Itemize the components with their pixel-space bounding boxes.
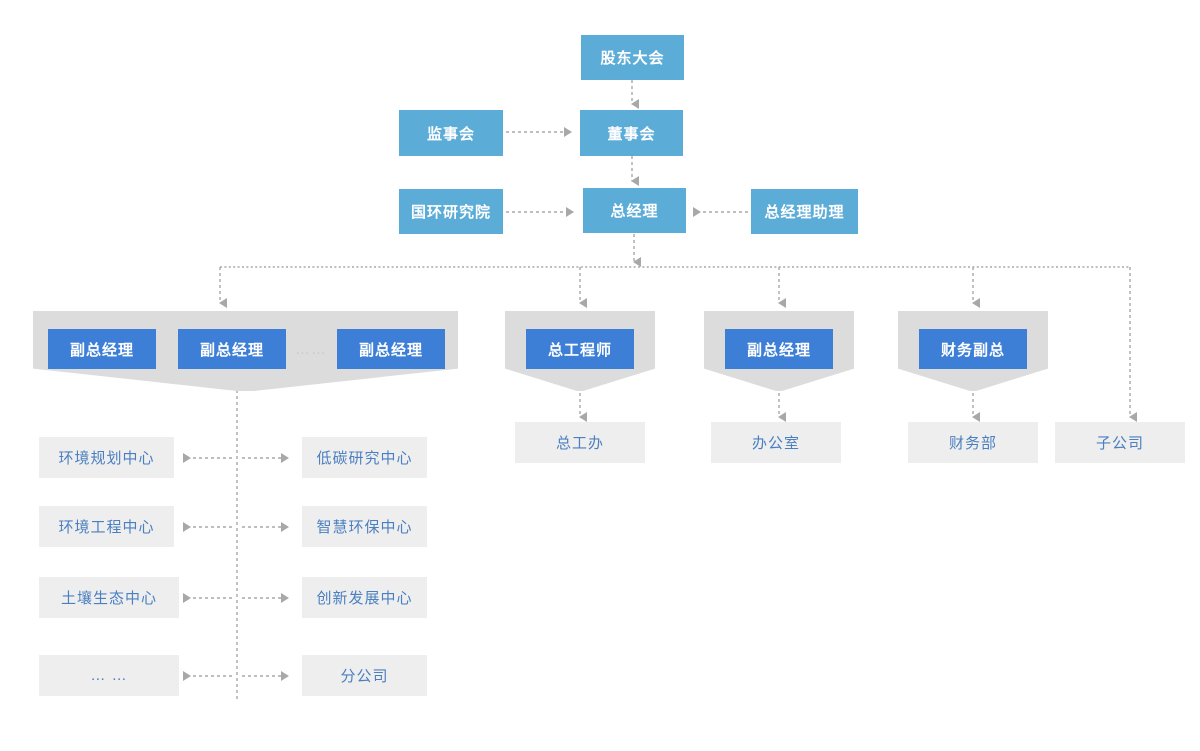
node-shareholders-meeting[interactable]: 股东大会 [581, 35, 684, 80]
node-gm-assistant[interactable]: 总经理助理 [751, 189, 858, 234]
node-board-of-directors[interactable]: 董事会 [580, 110, 683, 156]
dept-environmental-engineering-center[interactable]: 环境工程中心 [39, 506, 174, 547]
dept-low-carbon-research-center[interactable]: 低碳研究中心 [302, 437, 427, 478]
node-vice-general-manager-ops[interactable]: 副总经理 [725, 329, 833, 369]
dept-environmental-planning-center[interactable]: 环境规划中心 [39, 437, 174, 478]
node-research-institute[interactable]: 国环研究院 [399, 189, 503, 234]
node-chief-engineer[interactable]: 总工程师 [526, 329, 634, 369]
vice-general-manager-ellipsis: …… [295, 340, 327, 358]
dept-chief-engineer-office[interactable]: 总工办 [515, 422, 645, 463]
node-cfo[interactable]: 财务副总 [919, 329, 1027, 369]
dept-administration-office[interactable]: 办公室 [711, 422, 841, 463]
node-vice-general-manager-3[interactable]: 副总经理 [337, 329, 445, 369]
dept-finance[interactable]: 财务部 [908, 422, 1038, 463]
node-vice-general-manager-1[interactable]: 副总经理 [48, 329, 156, 369]
node-vice-general-manager-2[interactable]: 副总经理 [178, 329, 286, 369]
dept-soil-ecology-center[interactable]: 土壤生态中心 [39, 577, 179, 618]
dept-branch-company[interactable]: 分公司 [302, 655, 427, 696]
node-supervisory-board[interactable]: 监事会 [399, 110, 503, 156]
dept-more-placeholder[interactable]: … … [39, 655, 179, 696]
dept-innovation-development-center[interactable]: 创新发展中心 [302, 577, 427, 618]
node-general-manager[interactable]: 总经理 [583, 188, 686, 233]
dept-smart-environmental-center[interactable]: 智慧环保中心 [302, 506, 427, 547]
dept-subsidiary-company[interactable]: 子公司 [1055, 422, 1185, 463]
